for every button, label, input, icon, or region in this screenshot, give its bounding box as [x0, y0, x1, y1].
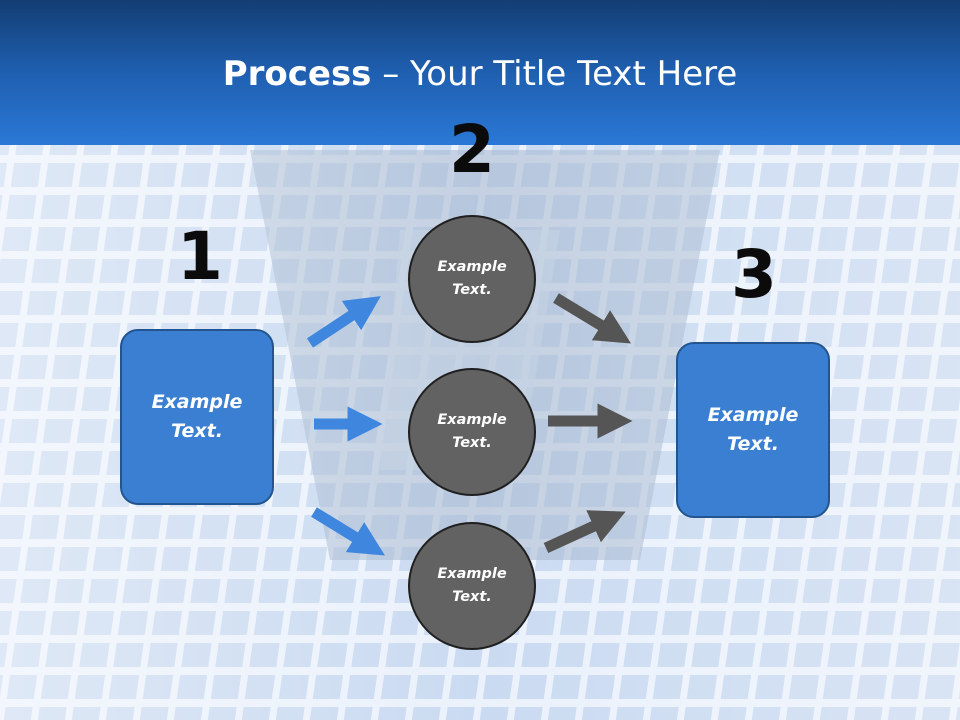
- step-number-1: 1: [177, 218, 223, 295]
- step-number-2: 2: [449, 111, 495, 188]
- circle-3: Example Text.: [408, 522, 536, 650]
- arrow-from-circle-3: [543, 510, 626, 554]
- slide-title: Process – Your Title Text Here: [0, 52, 960, 96]
- header-bar: [0, 0, 960, 145]
- title-bold: Process: [222, 54, 372, 94]
- circle-3-text: Example Text.: [437, 566, 507, 605]
- right-box-text: Example Text.: [707, 404, 799, 455]
- left-box-text: Example Text.: [151, 391, 243, 442]
- step-number-3: 3: [731, 236, 777, 313]
- arrow-to-circle-3: [311, 507, 386, 556]
- circle-1-text: Example Text.: [437, 259, 507, 298]
- title-rest: – Your Title Text Here: [371, 54, 738, 94]
- left-box: Example Text.: [120, 329, 274, 505]
- arrow-to-circle-1: [306, 296, 381, 348]
- circle-1: Example Text.: [408, 215, 536, 343]
- circle-2: Example Text.: [408, 368, 536, 496]
- arrow-from-circle-1: [553, 293, 632, 344]
- right-box: Example Text.: [676, 342, 830, 518]
- circle-2-text: Example Text.: [437, 412, 507, 451]
